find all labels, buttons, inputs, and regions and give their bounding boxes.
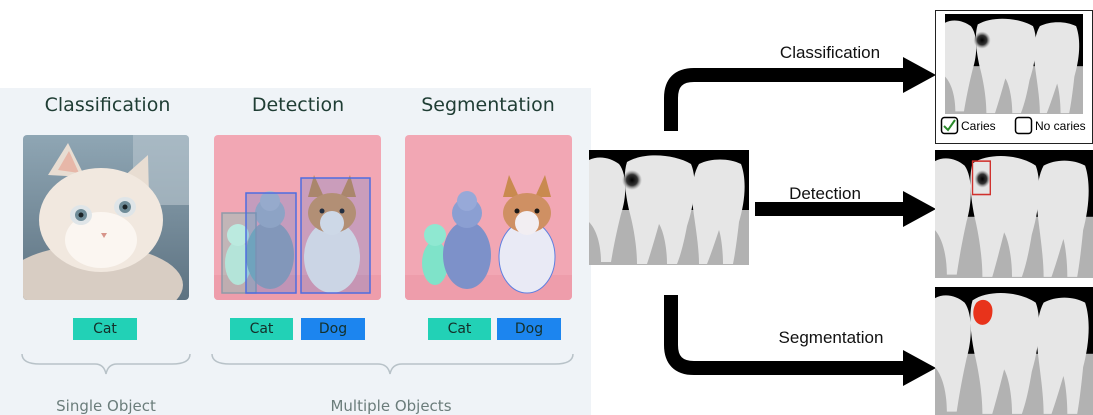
- detection-output-xray: [935, 150, 1093, 278]
- detection-image: [214, 135, 381, 300]
- flow-label-segmentation: Segmentation: [778, 328, 884, 347]
- no-caries-label: No caries: [1035, 119, 1086, 133]
- segmentation-cat-tag: Cat: [428, 318, 491, 340]
- single-object-label: Single Object: [56, 397, 156, 415]
- detection-cat-tag: Cat: [230, 318, 293, 340]
- detection-header: Detection: [251, 94, 345, 116]
- detection-dog-tag: Dog: [301, 318, 365, 340]
- segmentation-image: [405, 135, 572, 300]
- segmentation-output-xray: [935, 287, 1093, 415]
- multiple-objects-label: Multiple Objects: [330, 397, 452, 415]
- flow-label-classification: Classification: [779, 43, 881, 62]
- no-caries-checkbox[interactable]: [1014, 116, 1034, 136]
- segmentation-header: Segmentation: [421, 94, 555, 116]
- caries-checkbox-checked[interactable]: [940, 116, 960, 136]
- input-dental-xray: [589, 150, 749, 265]
- caries-mask: [973, 299, 993, 325]
- kitten-image: [23, 135, 189, 300]
- classification-cat-tag: Cat: [73, 318, 137, 340]
- classification-header: Classification: [44, 94, 171, 116]
- caries-bounding-box: [971, 160, 991, 196]
- classification-output-xray: [945, 14, 1083, 114]
- flow-arrows: [664, 57, 936, 386]
- segmentation-dog-tag: Dog: [497, 318, 561, 340]
- flow-label-detection: Detection: [789, 184, 861, 203]
- caries-label: Caries: [961, 119, 996, 133]
- group-braces: [21, 353, 574, 375]
